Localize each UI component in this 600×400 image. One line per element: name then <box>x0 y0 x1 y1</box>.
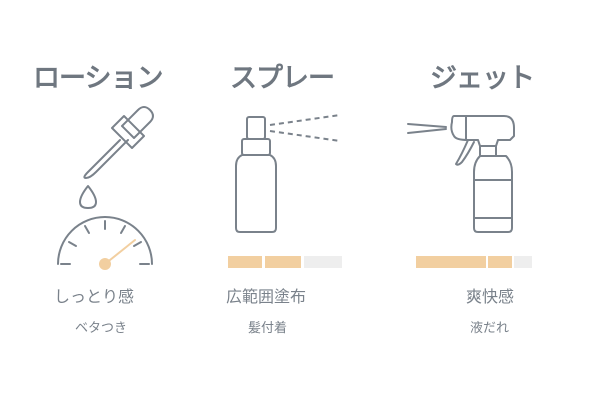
spray-column: スプレー 広範囲塗布 髪付着 <box>200 0 400 400</box>
spray-bar-segment-3 <box>304 256 342 268</box>
trigger-spray-icon <box>407 115 515 233</box>
spray-label: 広範囲塗布 <box>226 287 307 306</box>
spray-bottle-icon <box>235 114 341 233</box>
lotion-label: しっとり感 <box>54 287 135 306</box>
lotion-column: ローション しっとり感 ベタつき <box>0 0 200 400</box>
jet-column: ジェット 爽快感 液だれ <box>400 0 600 400</box>
spray-bar-segment-2 <box>265 256 301 268</box>
spray-bar-segment-1 <box>228 256 262 268</box>
spray-title: スプレー <box>230 63 335 94</box>
lotion-sublabel: ベタつき <box>75 321 128 336</box>
lotion-title: ローション <box>33 63 163 94</box>
jet-title: ジェット <box>430 63 535 94</box>
gauge-icon <box>57 216 153 270</box>
jet-bar-segment-2 <box>488 256 512 268</box>
jet-bar-segment-3 <box>514 256 532 268</box>
jet-label: 爽快感 <box>466 287 515 306</box>
dropper-icon <box>79 106 154 209</box>
spray-bar <box>228 256 342 268</box>
jet-sublabel: 液だれ <box>470 321 510 336</box>
jet-bar <box>416 256 532 268</box>
jet-bar-segment-1 <box>416 256 486 268</box>
spray-sublabel: 髪付着 <box>248 321 288 336</box>
